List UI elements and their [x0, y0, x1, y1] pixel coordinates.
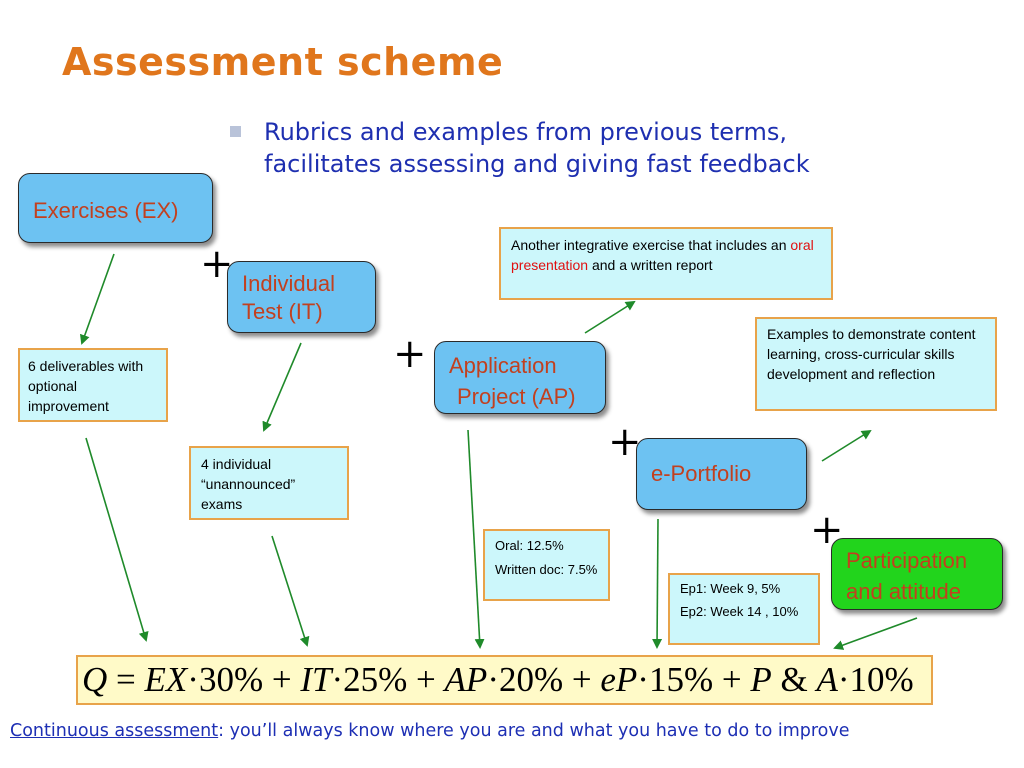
arrow-it-to-note: [262, 342, 302, 432]
arrow-ap-to-desc: [584, 300, 636, 334]
ap-weights-line-2: Written doc: 7.5%: [495, 562, 598, 577]
participation-label-1: Participation: [846, 548, 968, 573]
formula-ex: EX: [144, 660, 188, 699]
ep-weights-line-1: Ep1: Week 9, 5%: [680, 581, 781, 596]
arrow-ex-to-note: [80, 253, 115, 345]
formula-ep: eP: [600, 660, 638, 699]
exercises-note-text: 6 deliverables with optional improvement: [28, 358, 144, 414]
application-project-box: Application Project (AP): [434, 341, 606, 414]
exercises-box: Exercises (EX): [18, 173, 213, 243]
arrow-itnote-to-formula: [271, 535, 310, 647]
formula-plus-2: +: [407, 660, 445, 699]
ep-desc-text: Examples to demonstrate content learning…: [767, 326, 976, 382]
arrow-ap-to-formula: [467, 429, 485, 649]
individual-test-label-2: Test (IT): [242, 299, 323, 324]
formula-weight-ex: 30%: [198, 660, 264, 699]
ap-desc-highlight: oral presentation: [511, 237, 814, 273]
formula-dot-2: ·: [331, 660, 344, 699]
formula-weight-pa: 10%: [849, 660, 914, 699]
eportfolio-box: e-Portfolio: [636, 438, 807, 510]
formula-eq: =: [107, 660, 145, 699]
footer-note: Continuous assessment: you’ll always kno…: [10, 721, 850, 741]
formula-plus-1: +: [263, 660, 301, 699]
plus-sign-1: +: [200, 241, 234, 287]
continuous-assessment-link[interactable]: Continuous assessment: [10, 721, 219, 741]
formula-it: IT: [300, 660, 332, 699]
ep-weights-line-2: Ep2: Week 14 , 10%: [680, 604, 799, 619]
formula-dot-4: ·: [637, 660, 649, 699]
application-project-weights: Oral: 12.5% Written doc: 7.5%: [483, 529, 610, 601]
ap-desc-part-2: and a written report: [588, 257, 713, 273]
it-note-line-1: 4 individual: [201, 456, 272, 472]
ap-weights-line-1: Oral: 12.5%: [495, 538, 564, 553]
application-project-label-1: Application: [449, 353, 557, 378]
it-note-line-2: “unannounced”: [201, 476, 296, 492]
formula-a: A: [816, 660, 838, 699]
formula-dot-3: ·: [487, 660, 499, 699]
bullet-line-1: Rubrics and examples from previous terms…: [264, 118, 787, 146]
bullet-line-2: facilitates assessing and giving fast fe…: [264, 150, 810, 178]
arrow-exnote-to-formula: [85, 437, 149, 642]
bullet-text: Rubrics and examples from previous terms…: [264, 116, 964, 180]
grading-formula: Q = EX·30% + IT·25% + AP·20% + eP·15% + …: [76, 655, 933, 705]
individual-test-note: 4 individual “unannounced” exams: [189, 446, 349, 520]
participation-box: Participation and attitude: [831, 538, 1003, 610]
formula-plus-4: +: [713, 660, 751, 699]
exercises-note: 6 deliverables with optional improvement: [18, 348, 168, 422]
ap-desc-part-1: Another integrative exercise that includ…: [511, 237, 791, 253]
formula-amp: &: [771, 660, 817, 699]
eportfolio-description: Examples to demonstrate content learning…: [755, 317, 997, 411]
plus-sign-3: +: [608, 419, 642, 465]
formula-q: Q: [82, 660, 108, 699]
arrow-ep-to-formula: [652, 518, 663, 649]
formula-weight-ap: 20%: [498, 660, 564, 699]
application-project-description: Another integrative exercise that includ…: [499, 227, 833, 300]
individual-test-box: Individual Test (IT): [227, 261, 376, 333]
formula-weight-ep: 15%: [648, 660, 714, 699]
footer-text: : you’ll always know where you are and w…: [218, 721, 850, 741]
arrow-pa-to-formula: [833, 617, 918, 650]
arrow-ep-to-desc: [821, 429, 872, 462]
formula-weight-it: 25%: [343, 660, 408, 699]
formula-ap: AP: [444, 660, 488, 699]
plus-sign-2: +: [393, 331, 427, 377]
formula-plus-3: +: [563, 660, 601, 699]
plus-sign-4: +: [810, 507, 844, 553]
formula-dot-5: ·: [837, 660, 850, 699]
exercises-label: Exercises (EX): [33, 198, 179, 223]
slide-title: Assessment scheme: [62, 40, 504, 84]
eportfolio-weights: Ep1: Week 9, 5% Ep2: Week 14 , 10%: [668, 573, 820, 645]
individual-test-label-1: Individual: [242, 271, 335, 296]
bullet-marker: [230, 126, 241, 137]
application-project-label-2: Project (AP): [457, 384, 576, 409]
eportfolio-label: e-Portfolio: [651, 461, 752, 486]
formula-p: P: [750, 660, 772, 699]
formula-dot-1: ·: [187, 660, 199, 699]
participation-label-2: and attitude: [846, 579, 961, 604]
it-note-line-3: exams: [201, 496, 243, 512]
